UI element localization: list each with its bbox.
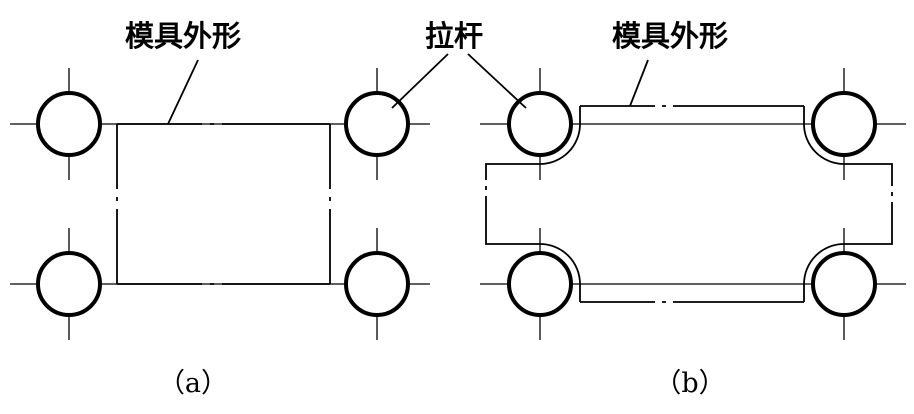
mold-notch-arc [539, 123, 581, 165]
leader-line-mold-outline-b [629, 59, 649, 107]
figure-a-mold-outline [116, 123, 331, 285]
leader-line-tie-bar-b [467, 53, 527, 109]
caption-a: （a） [158, 368, 228, 399]
figure-a: 模具外形 （a） [10, 19, 430, 399]
mold-edge-left [485, 163, 540, 245]
figure-b-mold-outline [485, 105, 893, 303]
tie-bar-circle [507, 251, 573, 317]
figure-b: 模具外形 拉杆 （b） [391, 19, 906, 399]
mold-notch-arc [803, 123, 845, 165]
mold-notch-arc [803, 243, 845, 285]
mold-notch-arc [539, 243, 581, 285]
tie-bar-circle [344, 251, 410, 317]
label-mold-outline-b: 模具外形 [612, 19, 728, 53]
tie-bar-circle [811, 91, 877, 157]
label-tie-bar: 拉杆 [425, 19, 483, 53]
figure-b-tie-bars [507, 91, 877, 317]
tie-bar-circle [36, 251, 102, 317]
label-mold-outline-a: 模具外形 [125, 19, 241, 53]
mold-edge-right [844, 163, 893, 245]
caption-b: （b） [654, 368, 725, 399]
tie-bar-circle [36, 91, 102, 157]
figure-a-tie-bars [36, 91, 410, 317]
leader-line-tie-bar-a [391, 53, 449, 109]
leader-line-mold-outline-a [167, 59, 199, 125]
tie-bar-circle [507, 91, 573, 157]
tie-bar-circle [811, 251, 877, 317]
